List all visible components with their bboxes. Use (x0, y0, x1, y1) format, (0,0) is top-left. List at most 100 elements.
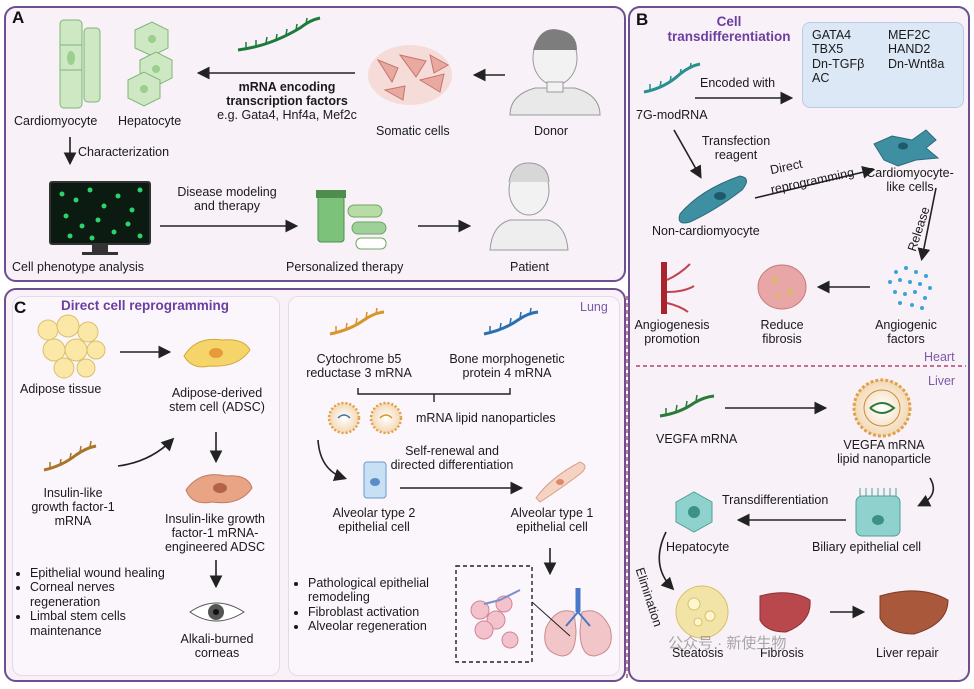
lungs-icon (544, 588, 612, 657)
modrna-label: 7G-modRNA (636, 108, 708, 122)
factor: MEF2C (888, 28, 931, 42)
factor: HAND2 (888, 42, 931, 57)
hepatocyte-label: Hepatocyte (118, 114, 182, 128)
transfection-label-2: reagent (714, 148, 758, 162)
cardio-like-label-1: Cardiomyocyte- (866, 166, 954, 180)
somatic-cells-label: Somatic cells (376, 124, 450, 138)
transcription-factor-box (802, 22, 964, 108)
mrna-label-1: mRNA encoding (238, 80, 336, 94)
engineered-adsc-label-3: engineered ADSC (164, 540, 266, 554)
cardiomyocyte-like-cell-icon (873, 129, 940, 167)
factor-col-1: GATA4 TBX5 Dn-TGFβ AC (812, 28, 864, 86)
list-item: Limbal stem cells maintenance (30, 609, 180, 638)
igf1-label-3: mRNA (54, 514, 92, 528)
patient-icon (489, 162, 569, 251)
reduce-fibrosis-label-2: fibrosis (762, 332, 802, 346)
modrna-strand-icon (643, 62, 701, 94)
angiogenic-factors-label-1: Angiogenic (875, 318, 937, 332)
at2-cell-icon (363, 461, 387, 499)
factor: Dn-Wnt8a (888, 56, 945, 71)
biliary-cell-icon (855, 488, 901, 537)
non-cardiomyocyte-icon (678, 175, 747, 224)
panel-b (628, 6, 970, 682)
cardiomyocyte-label: Cardiomyocyte (14, 114, 98, 128)
alkali-label-1: Alkali-burned (180, 632, 254, 646)
pills-icon (316, 190, 387, 250)
cyto-label-1: Cytochrome b5 (316, 352, 402, 366)
fibrosis-label: Fibrosis (760, 646, 804, 660)
bmp4-label-2: protein 4 mRNA (462, 366, 552, 380)
liver-repair-label: Liver repair (876, 646, 939, 660)
factor: AC (812, 71, 830, 86)
liver-hepatocyte-icon (675, 491, 713, 533)
panel-b-title-2: transdifferentiation (667, 29, 791, 44)
adipose-label: Adipose tissue (20, 382, 102, 396)
at1-cell-icon (535, 461, 586, 503)
factor: GATA4 (812, 28, 852, 42)
list-item: Epithelial wound healing (30, 566, 180, 580)
adsc-icon (183, 338, 251, 368)
cyto-label-2: reductase 3 mRNA (306, 366, 412, 380)
heart-tag: Heart (924, 350, 955, 364)
at2-label-1: Alveolar type 2 (332, 506, 416, 520)
angiogenic-factors-icon (888, 266, 932, 310)
vegfa-mrna-label: VEGFA mRNA (656, 432, 738, 446)
lung-tag: Lung (580, 300, 608, 314)
alkali-label-2: corneas (194, 646, 240, 660)
lung-effects-list: Pathological epithelial remodeling Fibro… (292, 576, 468, 634)
hepatocyte-icon (127, 21, 173, 107)
igf1-label-1: Insulin-like (43, 486, 103, 500)
liver-tag: Liver (928, 374, 956, 388)
engineered-adsc-label-1: Insulin-like growth (164, 512, 266, 526)
panel-c-letter: C (14, 298, 27, 317)
reduce-fibrosis-label-1: Reduce (760, 318, 804, 332)
panel-b-letter: B (636, 10, 649, 29)
list-item: Alveolar regeneration (308, 619, 468, 633)
engineered-adsc-label-2: factor-1 mRNA- (171, 526, 259, 540)
personalized-label: Personalized therapy (286, 260, 404, 274)
adsc-label-2: stem cell (ADSC) (169, 400, 265, 414)
biliary-label: Biliary epithelial cell (812, 540, 922, 554)
at1-label-1: Alveolar type 1 (510, 506, 594, 520)
donor-icon (509, 29, 601, 116)
selfrenew-label-2: directed differentiation (390, 458, 514, 472)
bmp4-mrna-strand-icon (483, 307, 539, 336)
patient-label: Patient (510, 260, 549, 274)
igf1-label-2: growth factor-1 (31, 500, 115, 514)
donor-label: Donor (534, 124, 569, 138)
cyto-mrna-strand-icon (329, 307, 385, 336)
transfection-label-1: Transfection (701, 134, 771, 148)
mrna-example: e.g. Gata4, Hnf4a, Mef2c (217, 108, 357, 122)
vegfa-lnp-label-1: VEGFA mRNA (843, 438, 925, 452)
healthy-liver-icon (879, 590, 949, 635)
panel-c-title: Direct cell reprogramming (60, 298, 230, 313)
angiogenic-factors-label-2: factors (887, 332, 925, 346)
adsc-label-1: Adipose-derived (171, 386, 263, 400)
steatosis-label: Steatosis (672, 646, 724, 660)
transdifferentiation-label: Transdifferentiation (722, 493, 829, 507)
eye-icon (189, 602, 245, 622)
list-item: Pathological epithelial remodeling (308, 576, 468, 605)
fibrosis-tissue-icon (757, 264, 807, 310)
somatic-cells-icon (368, 45, 452, 105)
cell-phenotype-label: Cell phenotype analysis (12, 260, 145, 274)
disease-label-2: and therapy (193, 199, 261, 213)
panel-b-title-1: Cell (716, 14, 742, 29)
bmp4-label-1: Bone morphogenetic (449, 352, 565, 366)
factor: Dn-TGFβ (812, 56, 865, 71)
list-item: Fibroblast activation (308, 605, 468, 619)
list-item: Corneal nerves regeneration (30, 580, 180, 609)
selfrenew-label-1: Self-renewal and (405, 444, 499, 458)
igf1-mrna-strand-icon (43, 440, 97, 472)
blood-vessel-icon (661, 262, 695, 314)
vegfa-lnp-icon (852, 378, 912, 438)
watermark: 公众号 · 新使生物 (668, 635, 787, 652)
angiogenesis-promotion-label-1: Angiogenesis (634, 318, 710, 332)
factor: TBX5 (812, 42, 844, 57)
factor-col-2: MEF2C HAND2 Dn-Wnt8a (888, 28, 944, 71)
engineered-adsc-icon (185, 474, 253, 504)
fibrotic-liver-icon (759, 592, 811, 633)
cardiomyocyte-icon (59, 19, 101, 109)
mrna-label-2: transcription factors (226, 94, 348, 108)
